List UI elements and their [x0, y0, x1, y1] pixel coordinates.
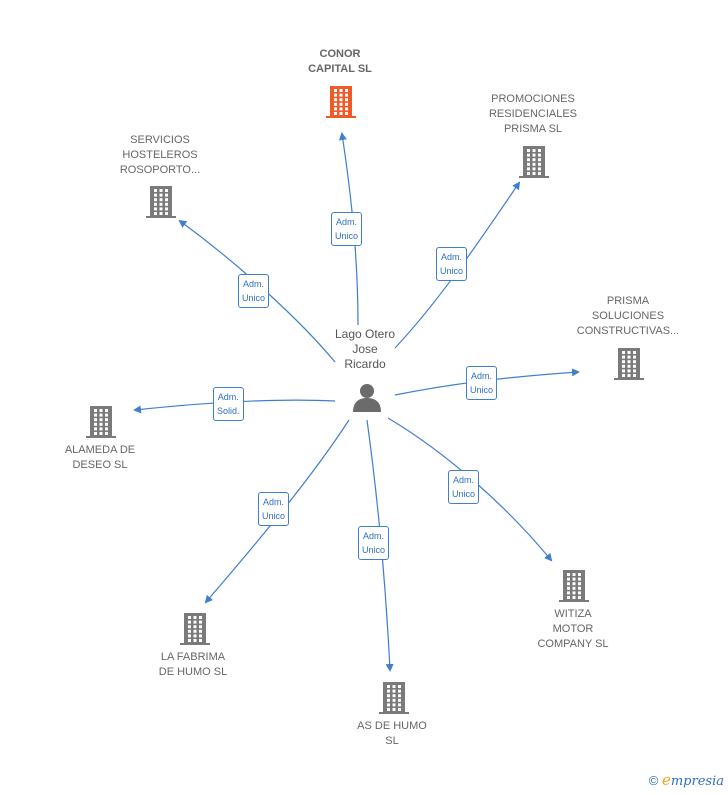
building-icon-ashumo[interactable] — [379, 682, 409, 714]
building-icon-prisma[interactable] — [614, 348, 644, 380]
building-icon-conor[interactable] — [326, 86, 356, 118]
company-name-prisma[interactable]: PRISMA SOLUCIONES CONSTRUCTIVAS... — [576, 295, 680, 337]
role-badge-witiza[interactable]: Adm. Unico — [448, 470, 480, 504]
building-icon-promociones[interactable] — [519, 146, 549, 178]
role-badge-ashumo[interactable]: Adm. Unico — [358, 526, 390, 560]
footer-brand: © empresia — [649, 771, 724, 789]
building-icon-servicios[interactable] — [146, 186, 176, 218]
brand-initial: e — [661, 771, 671, 789]
company-name-promociones[interactable]: PROMOCIONES RESIDENCIALES PRISMA SL — [488, 93, 578, 135]
company-name-servicios[interactable]: SERVICIOS HOSTELEROS ROSOPORTO... — [119, 134, 201, 176]
building-icon-fabrima[interactable] — [180, 613, 210, 645]
building-icon-alameda[interactable] — [86, 406, 116, 438]
role-badge-promociones[interactable]: Adm. Unico — [436, 247, 468, 281]
company-name-alameda[interactable]: ALAMEDA DE DESEO SL — [64, 444, 136, 471]
person-icon[interactable] — [352, 382, 382, 412]
brand-name: mpresia — [670, 774, 724, 789]
role-badge-fabrima[interactable]: Adm. Unico — [258, 492, 290, 526]
center-person-name[interactable]: Lago Otero Jose Ricardo — [334, 327, 396, 371]
company-name-witiza[interactable]: WITIZA MOTOR COMPANY SL — [537, 608, 609, 650]
copyright-symbol: © — [648, 773, 659, 788]
role-badge-alameda[interactable]: Adm. Solid. — [213, 387, 244, 421]
role-badge-prisma[interactable]: Adm. Unico — [466, 366, 498, 400]
company-name-conor[interactable]: CONOR CAPITAL SL — [308, 48, 372, 75]
role-badge-conor[interactable]: Adm. Unico — [331, 212, 363, 246]
company-name-fabrima[interactable]: LA FABRIMA DE HUMO SL — [158, 651, 228, 678]
building-icon-witiza[interactable] — [559, 570, 589, 602]
role-badge-servicios[interactable]: Adm. Unico — [238, 274, 270, 308]
company-name-ashumo[interactable]: AS DE HUMO SL — [357, 720, 427, 747]
